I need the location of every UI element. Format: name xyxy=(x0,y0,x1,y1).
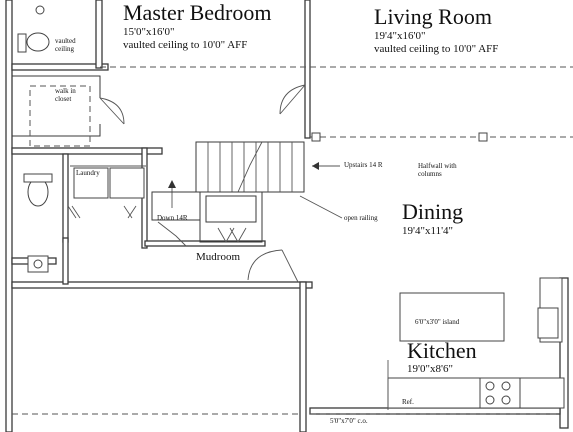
washer xyxy=(73,167,109,199)
wall-garage-right xyxy=(299,281,307,432)
closet-bifold-right xyxy=(229,227,247,243)
open-railing-label: open railing xyxy=(344,214,378,222)
stair-break-line xyxy=(237,141,263,193)
exterior-wall-right xyxy=(559,277,569,429)
vaulted-ceiling-note: vaulted ceiling xyxy=(55,37,76,54)
sink-right xyxy=(537,307,559,339)
dining-dim: 19'4"x11'4" xyxy=(402,225,454,237)
column-right xyxy=(478,132,488,142)
down-label: Down 14R xyxy=(157,214,188,222)
living-room-title: Living Room xyxy=(374,4,492,29)
closet-door-leaf xyxy=(99,97,125,125)
wall-garage-top xyxy=(11,281,313,289)
dryer xyxy=(109,167,145,199)
walk-in-closet-label: walk in closet xyxy=(55,87,76,104)
toilet-tank-top xyxy=(17,33,27,53)
dining-title: Dining xyxy=(402,199,464,224)
wall-laundry-left xyxy=(62,153,69,243)
wall-laundry-top xyxy=(11,147,163,155)
ref-label: Ref. xyxy=(402,398,414,406)
wall-powder-right xyxy=(62,237,69,285)
mudroom-closet xyxy=(199,191,263,243)
exterior-wall-left xyxy=(5,0,13,432)
upstairs-label: Upstairs 14 R xyxy=(344,161,383,169)
garage-door-swing xyxy=(247,249,283,281)
kitchen-title: Kitchen xyxy=(407,338,477,363)
toilet-top xyxy=(26,32,50,52)
laundry-label: Laundry xyxy=(76,169,100,177)
column-left xyxy=(311,132,321,142)
wall-bath-bottom xyxy=(11,63,109,71)
wall-mudroom-top xyxy=(144,240,266,247)
garage-door-leaf xyxy=(281,249,299,283)
range-burners xyxy=(485,381,511,405)
island-label: 6'0"x3'0" island xyxy=(415,318,460,326)
wall-bedroom-right xyxy=(304,0,311,139)
laundry-doors xyxy=(67,205,137,219)
mudroom-door-leaf xyxy=(157,221,187,247)
closet-wall-bottom xyxy=(12,124,101,137)
stair-treads xyxy=(207,142,293,192)
master-bedroom-dim: 15'0"x16'0" xyxy=(123,26,175,38)
living-room-note: vaulted ceiling to 10'0" AFF xyxy=(374,43,499,55)
powder-sink-bowl xyxy=(33,259,43,269)
range xyxy=(479,377,521,409)
master-bedroom-note: vaulted ceiling to 10'0" AFF xyxy=(123,39,248,51)
closet-shelf-outline xyxy=(29,85,91,147)
upstairs-arrow-head xyxy=(312,162,319,170)
wall-bath-right xyxy=(95,0,103,69)
bedroom-door-swing xyxy=(279,84,306,115)
counter-bottom xyxy=(387,377,565,409)
closet-bottom-label: 5'0"x7'0" c.o. xyxy=(330,417,368,425)
wall-kitchen-bottom xyxy=(309,407,561,415)
mudroom-closet-shelf xyxy=(205,195,257,223)
stair-run xyxy=(195,141,305,193)
railing-leader xyxy=(299,195,343,219)
bedroom-door-leaf xyxy=(279,84,306,115)
mudroom-title: Mudroom xyxy=(196,251,240,263)
halfwall-label: Halfwall with columns xyxy=(418,162,457,179)
living-room-dim: 19'4"x16'0" xyxy=(374,30,426,42)
closet-door-swing xyxy=(99,97,125,125)
kitchen-dim: 19'0"x8'6" xyxy=(407,363,453,375)
closet-wall-top xyxy=(12,75,101,98)
sink-top xyxy=(35,5,45,15)
down-arrow-head xyxy=(168,180,176,188)
master-bedroom-title: Master Bedroom xyxy=(123,0,272,25)
closet-bifold-left xyxy=(217,227,235,243)
toilet-tank-powder xyxy=(23,173,53,183)
island xyxy=(399,292,505,342)
